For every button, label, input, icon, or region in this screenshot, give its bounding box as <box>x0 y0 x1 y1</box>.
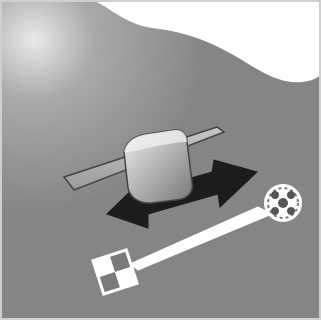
joystick-knob-icon <box>124 130 192 203</box>
diagram-canvas <box>2 2 319 318</box>
aircraft-icon <box>265 185 301 221</box>
